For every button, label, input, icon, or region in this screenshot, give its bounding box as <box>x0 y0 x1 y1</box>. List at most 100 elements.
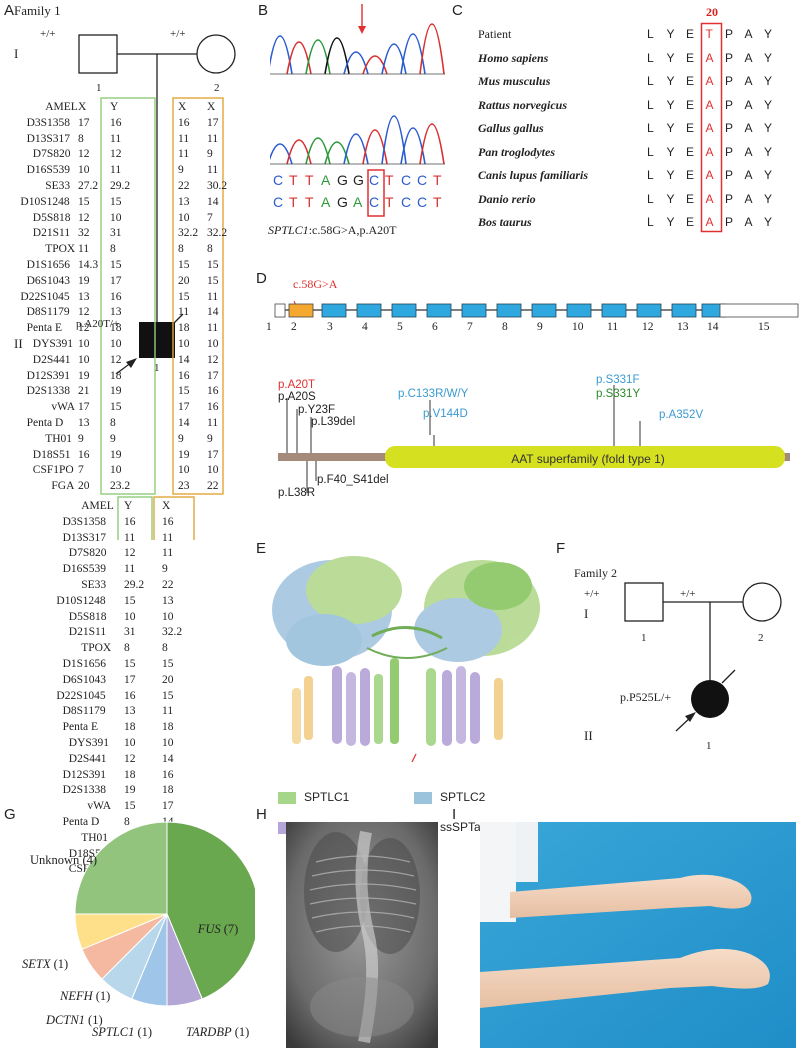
base-letter: T <box>433 194 442 210</box>
str-allele: 15 <box>124 594 136 607</box>
str-allele: 11 <box>207 322 219 335</box>
str-marker-label: D16S539 <box>26 164 71 177</box>
mother-symbol <box>196 34 236 74</box>
amino-acid: L <box>647 121 654 135</box>
str-marker-label: D13S317 <box>62 531 107 544</box>
str-allele: 19 <box>78 369 90 382</box>
str-allele: 18 <box>110 369 122 382</box>
str-allele: 17 <box>207 116 219 129</box>
str-allele: 10 <box>124 737 136 749</box>
panel-label-f: F <box>556 540 566 557</box>
str-allele: 22 <box>207 480 219 493</box>
amino-acid: Y <box>764 27 773 41</box>
legend-swatch <box>278 792 296 804</box>
str-marker-label: D3S1358 <box>26 116 71 129</box>
amino-acid: Y <box>764 121 773 135</box>
str-allele: 16 <box>178 116 190 129</box>
amino-acid: E <box>686 50 695 65</box>
amino-acid: E <box>686 27 695 41</box>
str-allele: 19 <box>124 784 136 797</box>
conservation-highlight-box <box>700 22 723 233</box>
str-allele: 17 <box>207 448 219 461</box>
str-allele: 31 <box>124 626 136 639</box>
str-allele: 21 <box>78 385 90 398</box>
str-allele: 19 <box>110 448 122 461</box>
f2-father-genotype: +/+ <box>584 588 600 600</box>
str-marker-label: D5S818 <box>32 211 71 224</box>
amino-acid: Y <box>666 168 675 182</box>
amino-acid: P <box>725 50 734 65</box>
amino-acid: A <box>705 74 714 88</box>
base-letter: A <box>321 194 331 210</box>
str-allele: 17 <box>78 401 90 414</box>
str-marker-label: TH01 <box>45 432 73 445</box>
str-allele: 19 <box>110 385 122 398</box>
str-allele: 10 <box>78 164 90 177</box>
mutation-a20t: p.A20T <box>278 379 316 391</box>
str-marker-label: D8S1179 <box>62 705 106 718</box>
amino-acid: A <box>744 27 753 41</box>
amino-acid: Y <box>666 97 675 112</box>
str-allele: 10 <box>110 211 122 224</box>
str-marker-label: D1S1656 <box>62 658 107 670</box>
amino-acid: Y <box>764 74 773 88</box>
str-allele: 16 <box>162 768 174 781</box>
str-allele: 12 <box>110 353 122 366</box>
legend-label: ssSPTa <box>440 820 481 834</box>
amino-acid: Y <box>666 27 675 41</box>
amino-acid: P <box>725 144 734 159</box>
str-marker-label: D5S818 <box>68 610 107 623</box>
str-allele: 19 <box>178 448 190 461</box>
str-allele: 15 <box>162 658 174 670</box>
base-letter: T <box>289 172 298 188</box>
str-allele: 16 <box>78 448 90 461</box>
str-allele: 11 <box>124 531 136 544</box>
str-allele: 16 <box>124 515 136 528</box>
str-marker-label: TH01 <box>81 831 109 844</box>
str-allele: 16 <box>178 369 190 382</box>
str-allele: 19 <box>78 274 90 287</box>
amino-acid: A <box>744 74 753 88</box>
amino-acid: A <box>744 50 753 65</box>
str-allele: 29.2 <box>124 579 145 591</box>
str-allele: 22 <box>178 180 190 192</box>
str-allele: 11 <box>178 132 190 145</box>
exon-2 <box>288 303 314 318</box>
spine-radiograph-image <box>286 822 438 1048</box>
str-allele: 14 <box>207 306 219 319</box>
str-allele: 15 <box>110 401 122 414</box>
f2-mother-genotype: +/+ <box>680 588 696 600</box>
amino-acid: Y <box>666 191 675 206</box>
str-allele: 16 <box>162 515 174 528</box>
exon-number: 3 <box>327 321 333 333</box>
variant-label: c.58G>A <box>293 277 338 291</box>
str-marker-label: AMEL <box>81 500 114 512</box>
str-allele: 18 <box>124 768 136 781</box>
residue-position: 20 <box>706 5 718 19</box>
str-allele: 14 <box>162 752 174 765</box>
str-allele: 13 <box>78 290 90 303</box>
base-letter: C <box>369 194 380 210</box>
str-allele: 14 <box>178 353 190 366</box>
species-name: Rattus norvegicus <box>478 97 568 112</box>
str-allele: 11 <box>110 132 122 145</box>
str-allele: 20 <box>162 673 174 686</box>
legend-label: SPTLC1 <box>304 790 350 804</box>
str-allele: 11 <box>178 306 190 319</box>
amino-acid: A <box>744 168 753 182</box>
base-letter: T <box>305 194 314 210</box>
str-marker-label: Penta D <box>62 816 100 828</box>
str-allele: 16 <box>124 689 136 702</box>
variant-box <box>367 169 385 217</box>
base-letter: C <box>417 172 428 188</box>
str-allele: 13 <box>162 594 174 607</box>
str-allele: 15 <box>110 195 122 208</box>
amino-acid: L <box>647 168 654 182</box>
str-allele: 17 <box>78 116 90 129</box>
str-allele: 15 <box>162 689 174 702</box>
str-marker-label: D12S391 <box>26 369 71 382</box>
str-allele: 11 <box>207 164 219 177</box>
base-letter: C <box>273 194 284 210</box>
str-marker-label: D21S11 <box>68 626 107 639</box>
amino-acid: E <box>686 97 695 112</box>
